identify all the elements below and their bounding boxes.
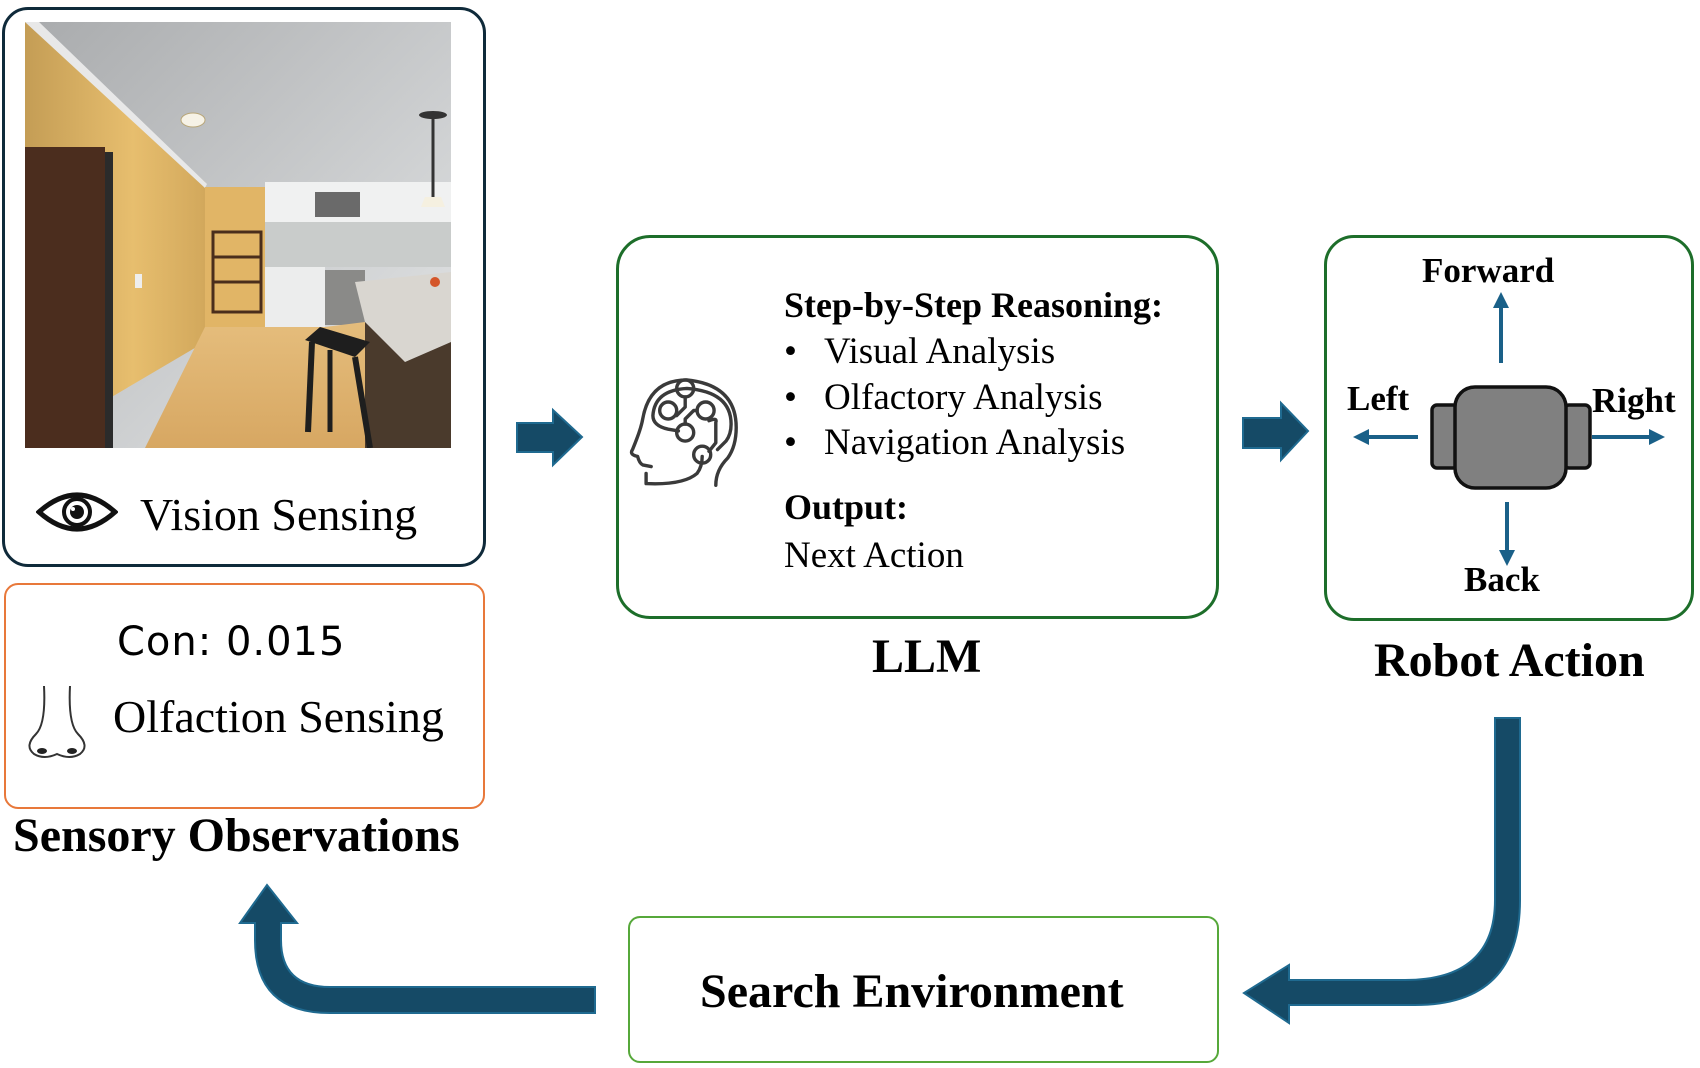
reasoning-heading: Step-by-Step Reasoning: [784, 285, 1164, 325]
robot-diagram [1353, 292, 1665, 566]
reasoning-item-visual: Visual Analysis [824, 331, 1056, 372]
action-right-label: Right [1592, 381, 1676, 420]
search-environment-label: Search Environment [700, 965, 1124, 1018]
arrow-robot-to-environment [1242, 717, 1521, 1025]
reasoning-item: • Navigation Analysis [784, 424, 1125, 461]
output-value: Next Action [784, 535, 964, 576]
action-forward-label: Forward [1422, 251, 1555, 290]
concentration-readout: Con: 0.015 [117, 619, 346, 665]
olfaction-sensing-label: Olfaction Sensing [113, 691, 444, 742]
reasoning-item: • Olfactory Analysis [784, 379, 1102, 416]
olfaction-sensing-panel [4, 583, 485, 809]
bullet: • [784, 377, 797, 418]
eye-icon [35, 488, 119, 541]
arrow-forward-icon [1493, 292, 1509, 363]
arrow-sensory-to-llm [516, 407, 584, 468]
nose-icon [24, 684, 90, 765]
camera-view-image [25, 22, 451, 448]
robot-icon [1430, 385, 1592, 490]
brain-circuit-head-icon [624, 368, 760, 509]
search-environment-panel [628, 916, 1219, 1063]
action-back-label: Back [1464, 560, 1540, 599]
vision-sensing-label: Vision Sensing [140, 489, 418, 540]
arrow-llm-to-robot [1242, 400, 1310, 463]
bullet: • [784, 331, 797, 372]
robot-action-title: Robot Action [1374, 634, 1645, 687]
output-heading: Output: [784, 487, 909, 527]
arrow-left-icon [1353, 429, 1418, 445]
sensory-observations-title: Sensory Observations [13, 809, 460, 862]
arrow-environment-to-sensory [238, 883, 596, 1014]
llm-title: LLM [872, 630, 982, 683]
kitchen-scene [25, 22, 451, 448]
reasoning-item-olfactory: Olfactory Analysis [824, 377, 1103, 418]
reasoning-item: • Visual Analysis [784, 333, 1055, 370]
action-left-label: Left [1347, 379, 1410, 418]
reasoning-item-navigation: Navigation Analysis [824, 422, 1126, 463]
arrow-right-icon [1592, 429, 1665, 445]
arrow-back-icon [1499, 502, 1515, 566]
bullet: • [784, 422, 797, 463]
